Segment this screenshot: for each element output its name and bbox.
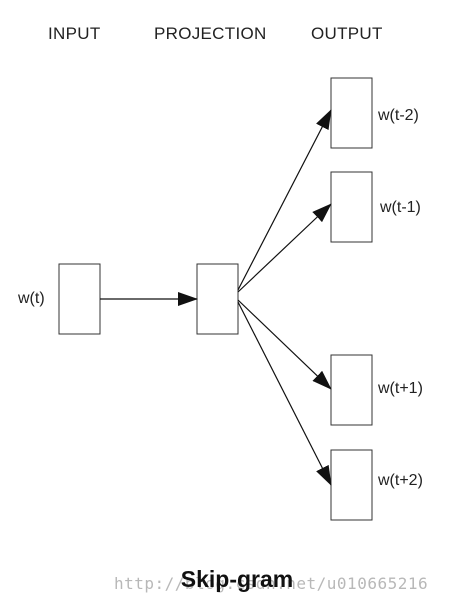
output-label-2: w(t-1) <box>380 199 421 216</box>
output-box-3 <box>330 354 373 426</box>
output-label-3: w(t+1) <box>378 380 423 397</box>
output-box-2 <box>330 171 373 243</box>
arrow-projection-to-out4 <box>237 301 332 486</box>
arrow-projection-to-out2 <box>237 203 332 293</box>
output-column-header: OUTPUT <box>311 24 383 43</box>
output-box-4 <box>330 449 373 521</box>
input-column-header: INPUT <box>48 24 101 43</box>
input-box <box>58 263 101 335</box>
watermark-text: http://blog.csdn.net/u010665216 <box>114 574 429 593</box>
arrow-projection-to-out3 <box>237 299 332 390</box>
projection-column-header: PROJECTION <box>154 24 267 43</box>
diagram-title: Skip-gram <box>180 566 294 592</box>
output-box-1 <box>330 77 373 149</box>
output-label-4: w(t+2) <box>378 472 423 489</box>
input-word-label: w(t) <box>18 290 45 307</box>
output-label-1: w(t-2) <box>378 107 419 124</box>
projection-box <box>196 263 239 335</box>
arrow-projection-to-out1 <box>237 109 332 291</box>
